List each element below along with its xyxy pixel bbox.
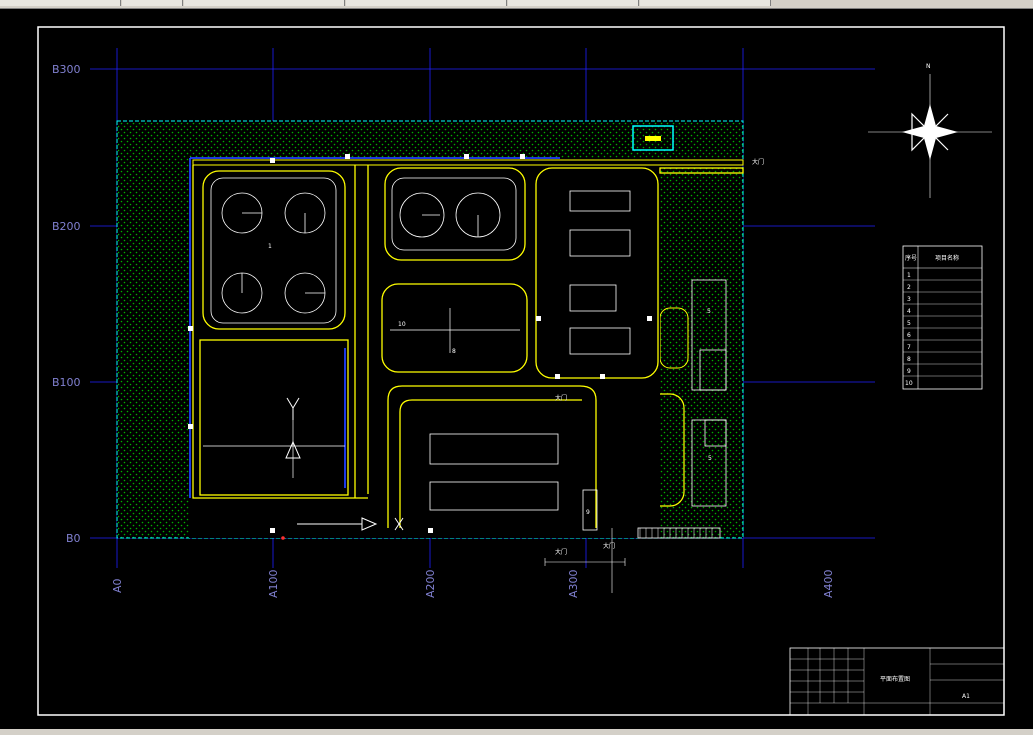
markers xyxy=(188,154,652,533)
area-number-1: 1 xyxy=(268,243,272,250)
legend-row-index: 3 xyxy=(907,296,911,303)
axis-label-b300: B300 xyxy=(52,63,81,76)
legend-row-index: 2 xyxy=(907,284,911,291)
legend-row-index: 10 xyxy=(905,380,913,387)
window-toolbar-strip xyxy=(0,0,1033,9)
site-interior xyxy=(189,158,660,538)
axis-label-a400: A400 xyxy=(822,569,835,598)
tank-group-2 xyxy=(391,177,517,251)
legend-row-index: 9 xyxy=(907,368,911,375)
direction-symbols xyxy=(285,397,404,531)
axis-label-a100: A100 xyxy=(267,569,280,598)
area-number-5b: 5 xyxy=(708,455,712,462)
legend-row-index: 5 xyxy=(907,320,911,327)
gate-label-south-2: 大门 xyxy=(603,542,615,550)
gate-label-middle: 大门 xyxy=(555,394,567,402)
gate-label-northeast: 大门 xyxy=(752,158,764,166)
axis-label-b100: B100 xyxy=(52,376,81,389)
gate-label-south: 大门 xyxy=(555,548,567,556)
area-number-10: 10 xyxy=(398,321,406,328)
drawing-frame xyxy=(37,26,1005,716)
area-number-9: 9 xyxy=(586,509,590,516)
legend-header-index: 序号 xyxy=(905,254,917,262)
building-hatch xyxy=(639,528,713,538)
dimension-line xyxy=(544,528,626,593)
legend-header-name: 项目名称 xyxy=(935,254,959,262)
legend-row-index: 1 xyxy=(907,272,911,279)
north-label: N xyxy=(926,63,931,70)
origin-marker xyxy=(281,536,285,540)
title-block: 平面布置图 A1 xyxy=(789,647,1005,716)
roads xyxy=(192,159,744,528)
tank-group-1 xyxy=(210,177,337,324)
legend-table: 序号 项目名称 1 2 3 4 5 6 7 8 9 10 xyxy=(902,245,983,390)
north-arrow: N xyxy=(868,63,992,198)
axis-label-a200: A200 xyxy=(424,569,437,598)
toolbar-segment[interactable] xyxy=(508,0,639,6)
axis-label-b0: B0 xyxy=(66,532,81,545)
legend-row-index: 7 xyxy=(907,344,911,351)
axis-label-a0: A0 xyxy=(111,578,124,593)
toolbar-segment[interactable] xyxy=(346,0,507,6)
legend-row-index: 6 xyxy=(907,332,911,339)
toolbar-segment[interactable] xyxy=(184,0,345,6)
legend-row-index: 4 xyxy=(907,308,911,315)
area-number-8: 8 xyxy=(452,348,456,355)
cad-drawing-canvas[interactable]: B300 B200 B100 B0 A0 A100 A200 A300 A400 xyxy=(0,8,1033,729)
axis-label-a300: A300 xyxy=(567,569,580,598)
axis-label-b200: B200 xyxy=(52,220,81,233)
sheet-size: A1 xyxy=(962,693,970,700)
toolbar-segment[interactable] xyxy=(0,0,121,6)
toolbar-segment[interactable] xyxy=(122,0,183,6)
status-strip xyxy=(0,729,1033,735)
drawing-title: 平面布置图 xyxy=(880,675,910,683)
buildings xyxy=(429,125,727,539)
legend-row-index: 8 xyxy=(907,356,911,363)
toolbar-segment[interactable] xyxy=(640,0,771,6)
area-number-5a: 5 xyxy=(707,308,711,315)
area-8-lines xyxy=(203,308,520,478)
